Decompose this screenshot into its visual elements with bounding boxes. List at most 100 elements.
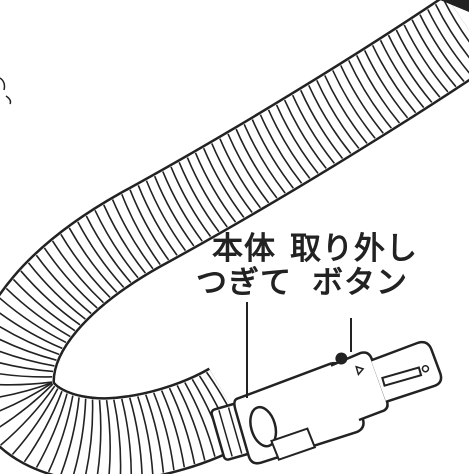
hose-rib [77, 221, 125, 288]
hose-rib [259, 114, 303, 184]
hose-rib [35, 254, 92, 315]
hose-rib [371, 44, 417, 114]
label-body-joint-line1: 本体 [212, 231, 276, 267]
hose-rib [227, 133, 270, 204]
edge-mark [0, 77, 12, 105]
hose-rib [0, 382, 53, 398]
hose-rib [0, 385, 56, 446]
label-body-joint-line2: つぎて [196, 265, 292, 301]
hose-rib [363, 50, 409, 119]
hose-rib [442, 0, 469, 43]
hose-rib [0, 382, 53, 412]
hose-rib [145, 394, 165, 473]
hose-rib [27, 262, 86, 320]
hose-rib [267, 109, 311, 179]
hose-rib [332, 70, 376, 139]
connector-pin [421, 364, 430, 373]
hose-rib [316, 80, 360, 149]
hose-rib [419, 14, 465, 82]
hose-rib [128, 397, 143, 474]
connector [210, 340, 443, 465]
hose-rib [355, 55, 401, 124]
hose-rib [403, 24, 449, 93]
hose-rib [47, 395, 74, 473]
hose-rib [340, 65, 384, 134]
hose-rib [136, 396, 154, 474]
hose-rib [0, 312, 63, 350]
hose-rib [5, 287, 71, 338]
hose-rib [153, 175, 195, 247]
hose-rib [103, 204, 147, 274]
hose-rib [324, 75, 368, 144]
hose-rib [120, 398, 133, 474]
hose-rib [121, 194, 161, 266]
hose-rib [111, 199, 154, 270]
hose-rib [152, 392, 175, 471]
hose-rib [186, 157, 228, 228]
hose-rib [160, 390, 186, 468]
hose-end-shadow [440, 0, 469, 12]
label-release-button-line1: 取り外し [290, 231, 418, 267]
hose-rib [0, 338, 57, 361]
hose-rib [427, 9, 469, 74]
hose-rib [35, 393, 68, 468]
hose-rib [94, 209, 139, 279]
hose-rib [411, 19, 457, 88]
hose-rib [0, 373, 53, 378]
hose-rib [194, 152, 237, 223]
hose-rib [178, 161, 220, 233]
label-release-button-line2: ボタン [312, 265, 408, 301]
release-button-dot [335, 352, 348, 365]
hose-rib [211, 143, 253, 214]
hose-rib [387, 34, 433, 103]
hose-rib [72, 398, 87, 474]
hose-rib [113, 399, 122, 474]
hose-rib [0, 383, 54, 428]
label-body-joint: 本体 つぎて [196, 232, 292, 300]
hose-rib [85, 215, 132, 284]
arrow-mark-icon [355, 365, 365, 376]
hose-rib [348, 60, 392, 129]
hose-rib [105, 399, 111, 474]
hose-rib [243, 124, 286, 194]
hose-rib [11, 388, 59, 456]
hose-rib [96, 399, 102, 474]
hose-rib [202, 147, 245, 218]
hose-rib [23, 390, 63, 463]
hose-rib [299, 89, 344, 159]
hose-rib [291, 94, 335, 164]
hose-rib [60, 233, 111, 298]
hose-rib [12, 278, 76, 332]
hose-rib [0, 362, 54, 373]
hose-rib [0, 350, 55, 367]
hose-rib [20, 270, 81, 326]
hose-rib [395, 29, 441, 98]
label-release-button: 取り外し ボタン [290, 232, 418, 300]
hose-rib [379, 39, 425, 109]
hose-rib [129, 189, 170, 261]
hose-rib [68, 227, 118, 293]
hose-rib [235, 128, 278, 199]
body-joint-dial [249, 405, 278, 448]
hose-rib [251, 119, 294, 189]
hose-rib [60, 397, 80, 474]
hose-rib [84, 399, 94, 474]
hose-rib [0, 381, 53, 386]
hose-rib [162, 171, 203, 242]
hose-rib [137, 185, 178, 256]
hose-rib [283, 99, 327, 169]
hose-rib [0, 325, 60, 356]
hose-rib [219, 138, 262, 209]
hose-rib [184, 382, 216, 457]
hose-rib [168, 387, 196, 465]
hose-rib [176, 385, 206, 461]
hose-rib [43, 247, 98, 309]
hose-rib [308, 84, 352, 154]
connector-slot [381, 366, 423, 387]
hose-rib [0, 297, 67, 344]
hose-rib [275, 104, 319, 174]
hose-rib [170, 166, 212, 237]
hose-rib [51, 240, 105, 304]
hose-rib [145, 180, 187, 252]
